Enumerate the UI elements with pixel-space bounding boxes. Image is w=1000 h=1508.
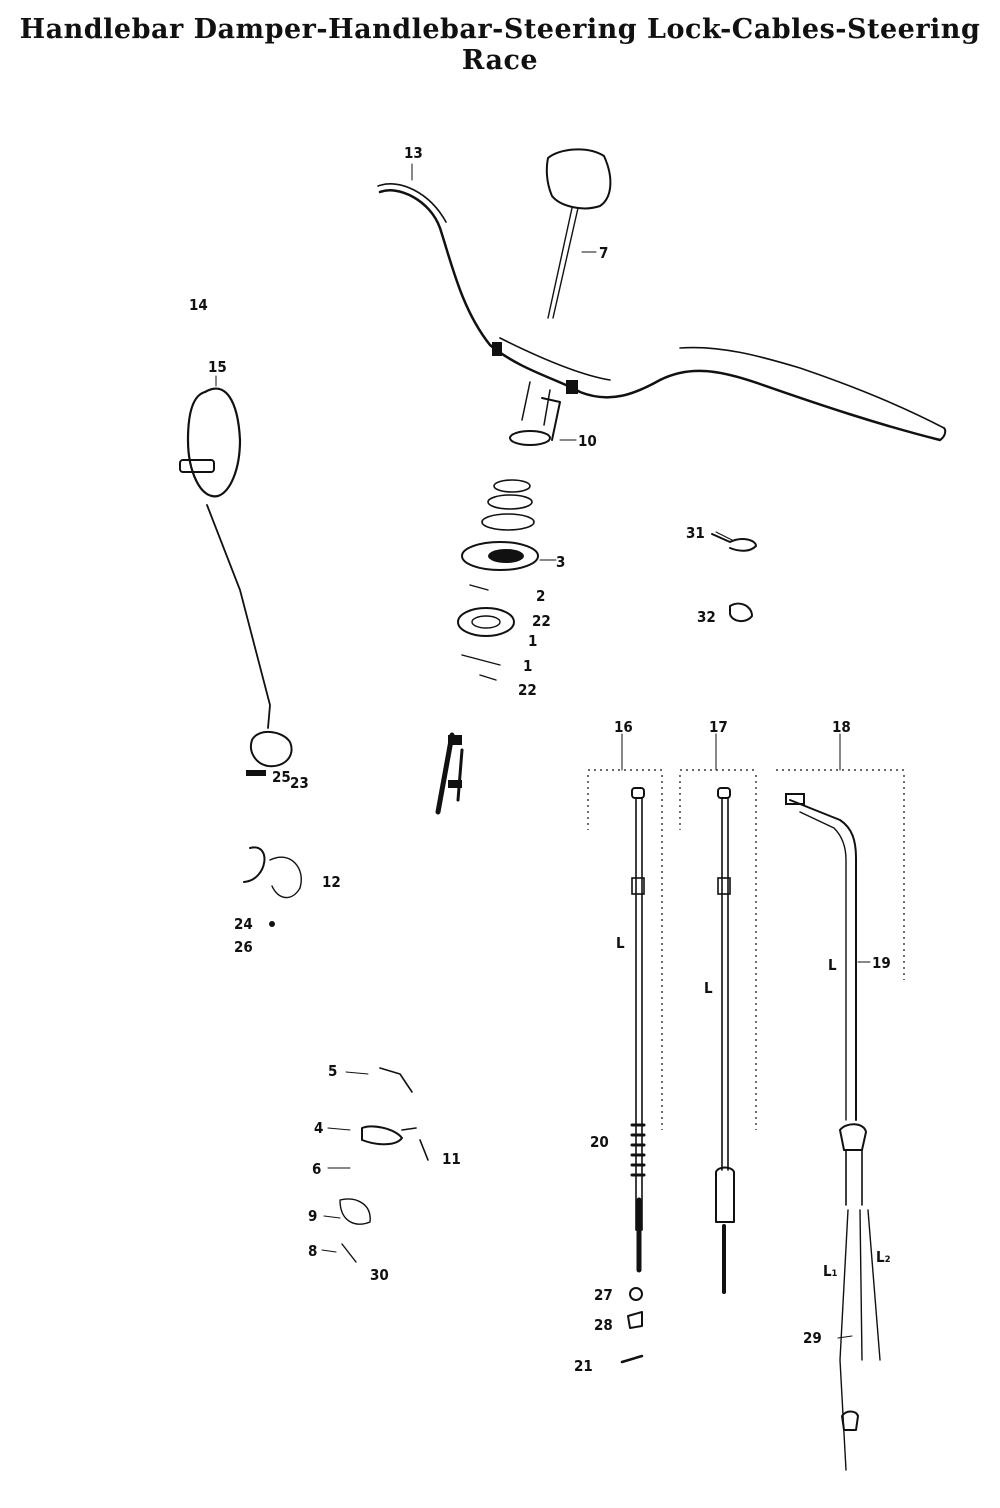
callout-5: 5 — [328, 1062, 337, 1080]
callout-1-upper: 1 — [528, 632, 537, 650]
callout-29: 29 — [803, 1329, 822, 1347]
callout-11: 11 — [442, 1150, 461, 1168]
callout-9: 9 — [308, 1207, 317, 1225]
cable-16-drawing — [620, 787, 646, 1364]
callout-lines — [215, 163, 871, 1339]
steering-stem-drawing — [435, 732, 464, 815]
steering-race-drawing — [457, 479, 539, 681]
mirror-drawing — [179, 387, 293, 776]
length-label-cable-18-l1: L₁ — [823, 1262, 838, 1280]
callout-28: 28 — [594, 1316, 613, 1334]
callout-6: 6 — [312, 1160, 321, 1178]
switch-parts-drawing — [339, 1067, 429, 1263]
cable-boxes — [587, 769, 905, 1130]
callout-15: 15 — [208, 358, 227, 376]
damper-knob-drawing — [509, 148, 612, 446]
callout-27: 27 — [594, 1286, 613, 1304]
callout-32: 32 — [697, 608, 716, 626]
length-label-cable-18-l2: L₂ — [876, 1248, 891, 1266]
length-label-cable-16: L — [616, 934, 625, 952]
handlebar-drawing — [377, 183, 947, 442]
callout-16: 16 — [614, 718, 633, 736]
callout-26: 26 — [234, 938, 253, 956]
callout-3: 3 — [556, 553, 565, 571]
page-title: Handlebar Damper-Handlebar-Steering Lock… — [19, 14, 981, 76]
callout-2: 2 — [536, 587, 545, 605]
callout-8: 8 — [308, 1242, 317, 1260]
callout-10: 10 — [578, 432, 597, 450]
length-label-cable-18: L — [828, 956, 837, 974]
callout-22-lower: 22 — [518, 681, 537, 699]
callout-19: 19 — [872, 954, 891, 972]
callout-14: 14 — [189, 296, 208, 314]
steering-lock-drawing — [243, 846, 302, 927]
callout-13: 13 — [404, 144, 423, 162]
callout-31: 31 — [686, 524, 705, 542]
length-label-cable-17: L — [704, 979, 713, 997]
callout-1-lower: 1 — [523, 657, 532, 675]
callout-7: 7 — [599, 244, 608, 262]
callout-23: 23 — [290, 774, 309, 792]
callout-21: 21 — [574, 1357, 593, 1375]
clip-drawing — [711, 533, 757, 622]
callout-20: 20 — [590, 1133, 609, 1151]
cable-18-drawing — [785, 793, 881, 1471]
callout-22-upper: 22 — [532, 612, 551, 630]
cable-17-drawing — [715, 787, 735, 1294]
callout-30: 30 — [370, 1266, 389, 1284]
callout-18: 18 — [832, 718, 851, 736]
callout-12: 12 — [322, 873, 341, 891]
callout-24: 24 — [234, 915, 253, 933]
callout-17: 17 — [709, 718, 728, 736]
callout-25: 25 — [272, 768, 291, 786]
callout-4: 4 — [314, 1119, 323, 1137]
